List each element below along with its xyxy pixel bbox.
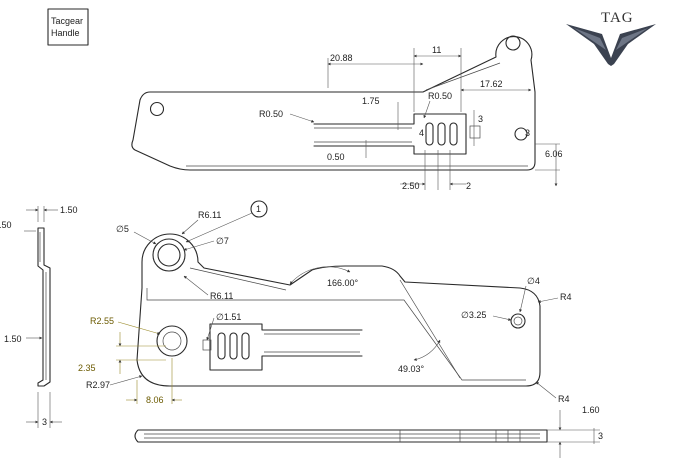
dim-2: 2 [466,181,471,191]
title-line-1: Tacgear [51,16,83,26]
title-line-2: Handle [51,28,80,38]
main-view-slot [209,323,363,371]
dim-0-50: 0.50 [327,152,345,162]
side-view-outline [37,227,51,387]
dim-r611-b: R6.11 [210,291,233,301]
dim-806: 8.06 [146,395,164,405]
dim-3-side: 3 [42,417,47,427]
dim-235: 2.35 [78,363,96,373]
dim-r611-a: R6.11 [198,210,221,220]
dim-1-50-mid: 1.50 [4,334,22,344]
dim-dia7: ∅7 [216,236,229,246]
main-view-outline [136,233,541,387]
balloon-number: 1 [256,204,261,214]
dim-dia4: ∅4 [527,276,540,286]
title-box [47,8,89,46]
logo-text: TAG [601,10,634,26]
dim-angle-166: 166.00° [327,278,359,288]
bottom-view-outline [134,429,548,443]
dim-r050-b: R0.50 [428,91,452,101]
bottom-view: 1.60 3 [134,405,603,458]
dim-0-50-cut: 0.50 [0,220,12,230]
dim-dia5: ∅5 [116,224,129,234]
dim-r050-a: R0.50 [259,109,283,119]
dim-dia325: ∅3.25 [461,310,486,320]
dim-angle-4903: 49.03° [398,364,425,374]
dim-6-06: 6.06 [545,149,563,159]
main-view-hole-left [156,325,188,357]
top-view-outline [131,36,536,171]
side-view: 1.50 0.50 1.50 3 [0,205,78,428]
top-view: 20.88 11 17.62 R0.50 R0.50 1.75 4 3 3 0.… [131,35,563,191]
dim-r255: R2.55 [90,316,114,326]
dim-1-50-top: 1.50 [60,205,78,215]
dim-17-62: 17.62 [480,79,503,89]
main-view-pivot-inner [157,243,181,267]
top-view-hole-top [505,35,521,51]
wing-eagle-icon [566,24,656,66]
dim-r4-a: R4 [560,292,572,302]
dim-r4-b: R4 [558,394,570,404]
title-block: Tacgear Handle [47,8,89,46]
dim-r297: R2.97 [86,380,110,390]
dim-11: 11 [432,45,441,55]
logo: TAG [566,10,656,66]
top-view-hole-right [514,127,528,141]
main-view: 1 ∅5 R6.11 ∅7 R6.11 166.00° ∅4 R4 ∅3.25 … [78,200,572,405]
dim-1-60: 1.60 [582,405,600,415]
dim-1-75: 1.75 [362,96,380,106]
dim-4: 4 [419,128,424,138]
dim-2-50: 2.50 [402,181,420,191]
top-view-hole-left [149,101,165,117]
dim-3-bottom: 3 [598,431,603,441]
balloon-1 [250,200,268,218]
dim-3-b: 3 [525,128,530,138]
main-view-pivot-outer [152,238,186,272]
dim-20-88: 20.88 [330,53,353,63]
top-view-slot-outline [313,113,467,155]
dim-3-a: 3 [478,114,483,124]
main-view-hole-right [510,313,526,329]
dim-dia151: ∅1.51 [216,312,241,322]
